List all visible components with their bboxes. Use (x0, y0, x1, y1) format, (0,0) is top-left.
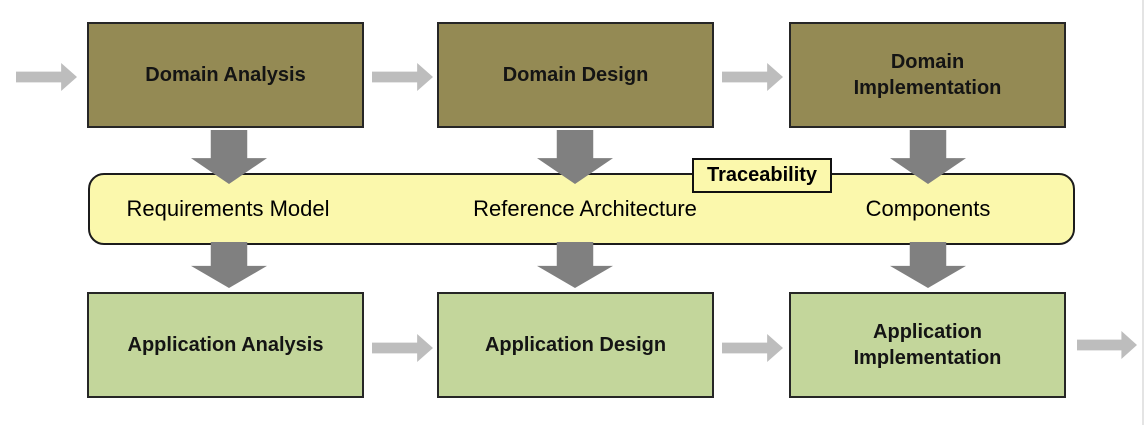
application-design-box: Application Design (437, 292, 714, 398)
components-label: Components (865, 196, 991, 221)
right-arrow-icon-application-analysis-to-design (372, 334, 433, 362)
domain-analysis-box: Domain Analysis (87, 22, 364, 128)
domain-design-box: Domain Design (437, 22, 714, 128)
right-arrow-icon-domain-analysis-to-design (372, 63, 433, 91)
domain-design-label: Domain Design (502, 64, 649, 86)
application-analysis-box: Application Analysis (87, 292, 364, 398)
down-arrow-icon-architecture-to-application-design (537, 242, 613, 288)
application-design-label: Application Design (484, 334, 667, 356)
application-implementation-label-line2: Implementation (853, 347, 1002, 369)
right-arrow-icon-exit-bottom (1077, 331, 1137, 359)
page-edge-divider (1142, 0, 1144, 425)
down-arrow-icon-components-to-application-implementation (890, 242, 966, 288)
domain-implementation-box: Domain Implementation (789, 22, 1066, 128)
traceability-tag: Traceability (692, 158, 832, 193)
domain-implementation-label-line2: Implementation (853, 77, 1002, 99)
application-implementation-label-line1: Application (873, 321, 982, 343)
right-arrow-icon-domain-design-to-implementation (722, 63, 783, 91)
requirements-model-label: Requirements Model (126, 196, 330, 221)
reference-architecture-label: Reference Architecture (473, 196, 697, 221)
domain-implementation-label-line1: Domain (890, 51, 965, 73)
down-arrow-icon-requirements-to-application-analysis (191, 242, 267, 288)
domain-analysis-label: Domain Analysis (145, 64, 306, 86)
application-analysis-label: Application Analysis (127, 334, 324, 356)
application-implementation-box: Application Implementation (789, 292, 1066, 398)
traceability-label: Traceability (706, 164, 818, 186)
right-arrow-icon-entry-top (16, 63, 77, 91)
right-arrow-icon-application-design-to-implementation (722, 334, 783, 362)
